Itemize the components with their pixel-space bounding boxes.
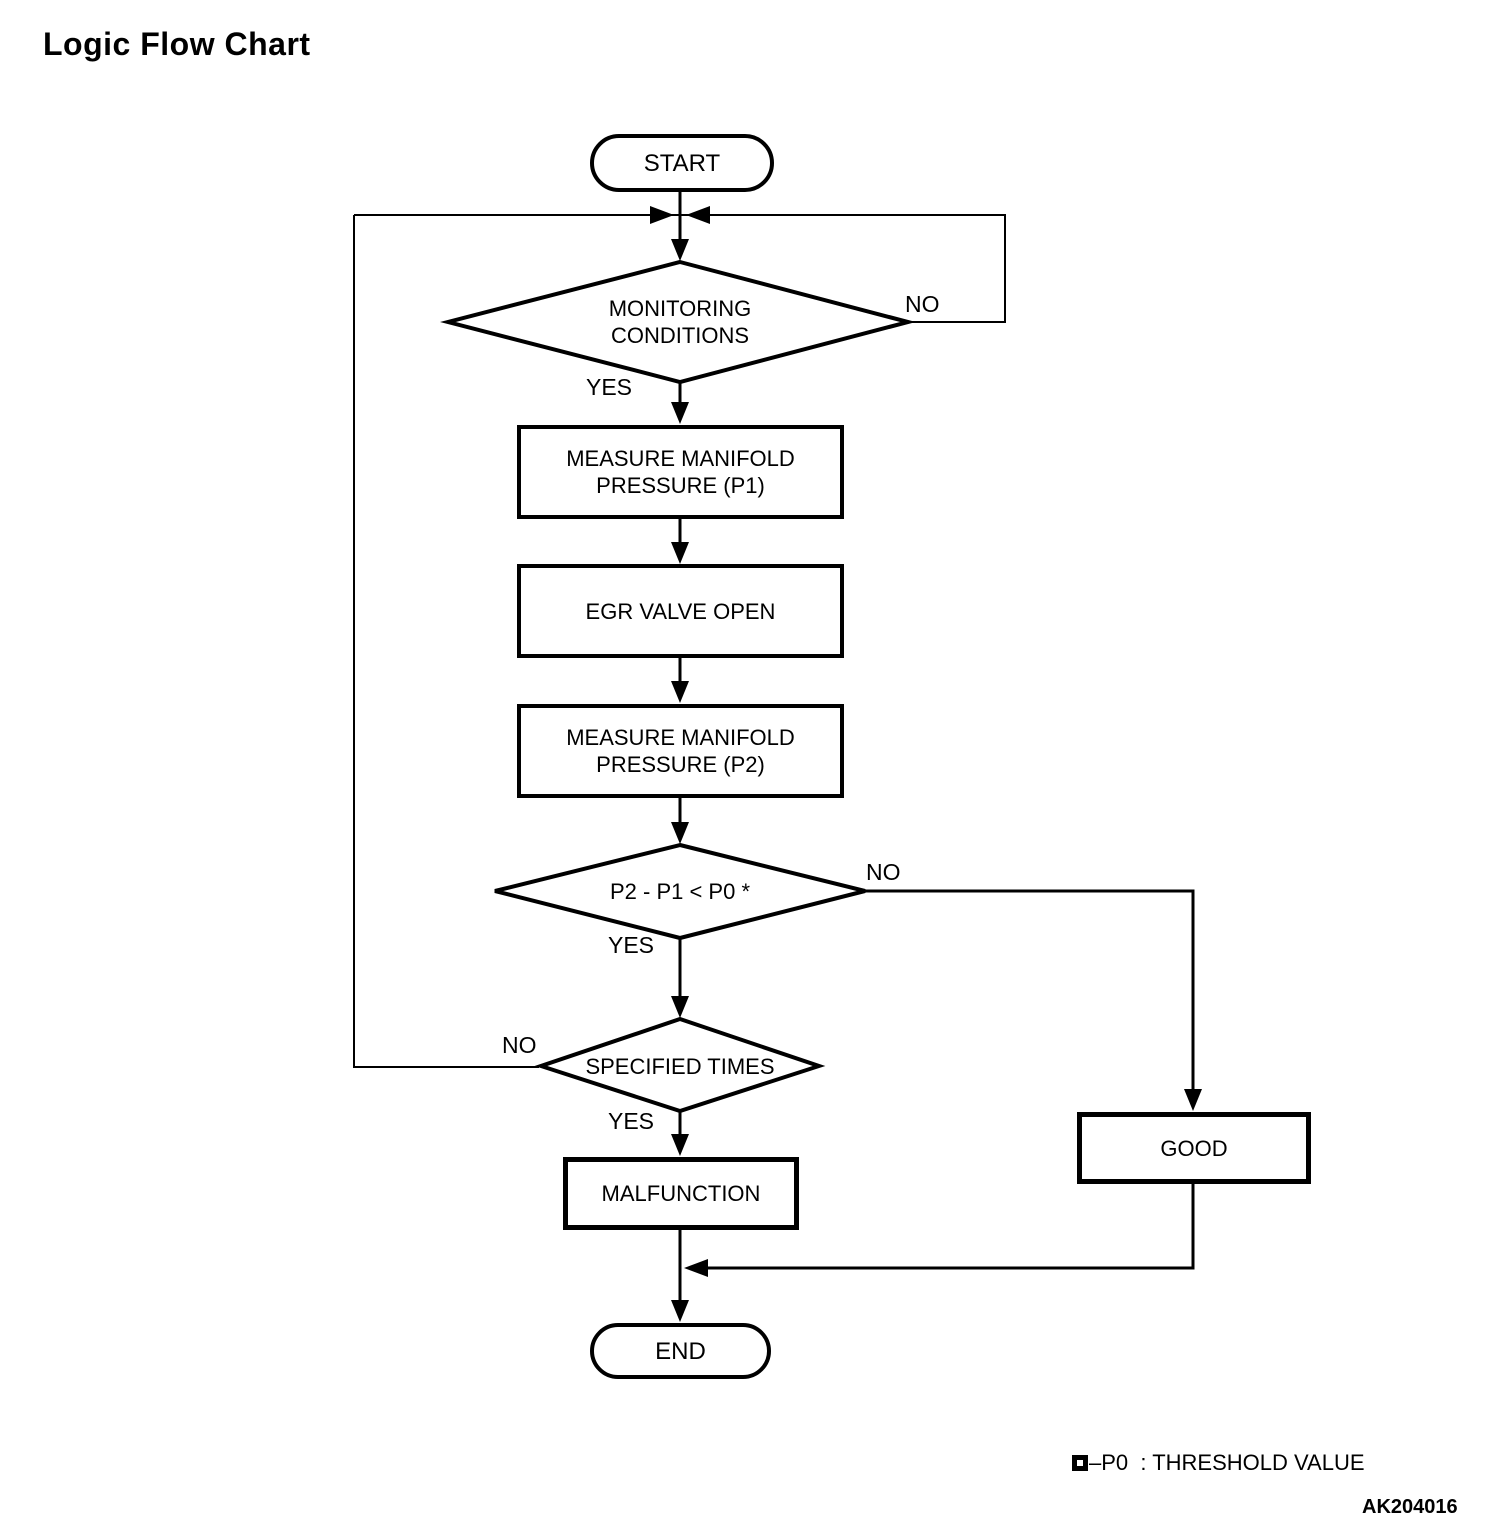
edge-specified-no-loop	[353, 215, 539, 1068]
node-malfunction: MALFUNCTION	[563, 1157, 799, 1230]
edge-compare-no	[865, 889, 1195, 1091]
threshold-square-marker-icon	[1072, 1455, 1088, 1471]
arrowhead-into-monitoring	[671, 239, 689, 261]
arrowhead-junction-left	[650, 206, 674, 224]
arrowhead-into-egr	[671, 542, 689, 564]
compare-pressure-diamond	[494, 842, 866, 941]
specified-times-diamond	[534, 1016, 826, 1114]
page-title: Logic Flow Chart	[43, 26, 311, 62]
arrowhead-into-good	[1184, 1089, 1202, 1111]
node-measure-p1: MEASURE MANIFOLD PRESSURE (P1)	[517, 425, 844, 519]
node-measure-p2: MEASURE MANIFOLD PRESSURE (P2)	[517, 704, 844, 798]
edge-monitoring-no-loop	[908, 216, 1006, 323]
node-egr-valve-open: EGR VALVE OPEN	[517, 564, 844, 658]
arrowhead-into-p1	[671, 402, 689, 424]
monitoring-conditions-diamond	[440, 259, 916, 385]
node-end: END	[590, 1323, 771, 1379]
legend: –P0 : THRESHOLD VALUE	[1072, 1450, 1365, 1476]
arrowhead-into-malfunction	[671, 1134, 689, 1156]
figure-code: AK204016	[1362, 1496, 1458, 1518]
edge-label-specified-no: NO	[502, 1032, 537, 1058]
legend-text: –P0 : THRESHOLD VALUE	[1089, 1450, 1365, 1475]
edge-label-compare-no: NO	[866, 859, 901, 885]
edge-label-monitoring-yes: YES	[586, 374, 633, 400]
arrowhead-into-end	[671, 1300, 689, 1322]
arrowhead-good-merge	[684, 1259, 708, 1277]
edge-label-compare-yes: YES	[608, 932, 655, 958]
arrowhead-into-specified	[671, 996, 689, 1018]
node-start: START	[590, 134, 774, 192]
arrowhead-into-p2	[671, 681, 689, 703]
node-good: GOOD	[1077, 1112, 1311, 1184]
edge-label-monitoring-no: NO	[905, 291, 940, 317]
arrowhead-into-compare	[671, 822, 689, 844]
edge-good-merge	[706, 1183, 1195, 1270]
arrowhead-junction-right	[686, 206, 710, 224]
edge-label-specified-yes: YES	[608, 1108, 655, 1134]
